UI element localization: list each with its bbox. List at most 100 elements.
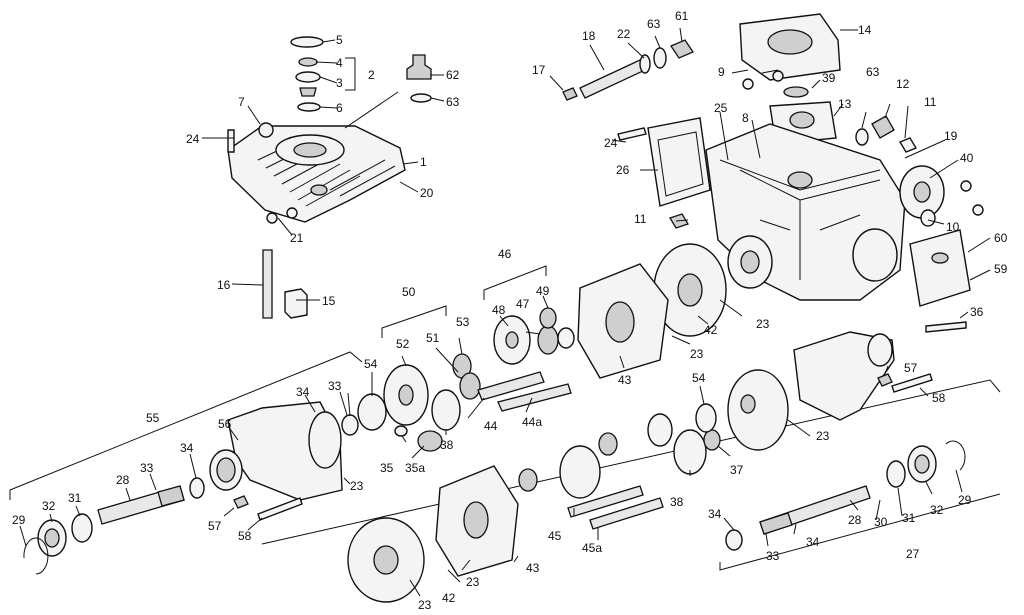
leader-lines-middle (347, 295, 743, 459)
label-42b: 42 (442, 591, 456, 605)
label-58b: 58 (932, 391, 946, 405)
label-40: 40 (960, 151, 974, 165)
washer-part-54a (357, 393, 387, 431)
label-1: 1 (420, 155, 427, 169)
snap-ring-part-29a (23, 537, 49, 575)
label-34: 34 (296, 385, 310, 399)
part-labels: 5 4 3 2 6 7 24 1 20 21 62 63 16 15 17 18… (12, 9, 1008, 612)
label-22: 22 (617, 27, 631, 41)
label-34b: 34 (180, 441, 194, 455)
label-49: 49 (536, 284, 550, 298)
label-38: 38 (440, 438, 454, 452)
pin-part-45 (567, 485, 644, 518)
label-35a: 35a (405, 461, 425, 475)
label-43b: 43 (526, 561, 540, 575)
label-34c: 34 (708, 507, 722, 521)
label-61: 61 (675, 9, 689, 23)
label-35: 35 (380, 461, 394, 475)
bolt-part-36 (925, 321, 967, 333)
label-6: 6 (336, 101, 343, 115)
leader-lines-cover (202, 39, 445, 301)
fitting-part-12 (871, 115, 895, 139)
bolt-part-58a (257, 497, 303, 521)
axle-spline-right (759, 512, 793, 535)
washer-part-31a (71, 513, 93, 543)
label-48: 48 (492, 303, 506, 317)
label-63c: 63 (866, 65, 880, 79)
housing-gear-left-hub (740, 250, 760, 274)
seal-part-34b (189, 477, 205, 499)
label-20: 20 (420, 186, 434, 200)
bolt-24 (227, 129, 235, 153)
gear-part-51 (459, 372, 481, 400)
shaft-part-18 (579, 59, 646, 99)
plug-part-9b (772, 70, 784, 82)
label-14: 14 (858, 23, 872, 37)
flange-bore (767, 29, 813, 55)
label-25: 25 (714, 101, 728, 115)
label-59: 59 (994, 262, 1008, 276)
housing-part-43a-bore (605, 301, 635, 343)
bearing-part-32a-inner (44, 528, 60, 548)
gasket-part-26 (647, 117, 711, 207)
spring-part (299, 87, 317, 97)
ring-part-35 (394, 425, 408, 437)
snap-ring-part-29b (945, 440, 966, 471)
bolt-part-24b (617, 127, 647, 141)
label-54b: 54 (692, 371, 706, 385)
label-9: 9 (718, 65, 725, 79)
drain-plug-21a (266, 212, 278, 224)
label-27: 27 (906, 547, 920, 561)
label-46: 46 (498, 247, 512, 261)
plug-part-11a (898, 137, 918, 153)
label-31b: 31 (902, 511, 916, 525)
washer-part-54b (695, 403, 717, 433)
label-47: 47 (516, 297, 530, 311)
plug-part-9a (742, 78, 754, 90)
label-23: 23 (756, 317, 770, 331)
label-5: 5 (336, 33, 343, 47)
label-43: 43 (618, 373, 632, 387)
plate-part-40-hole (913, 181, 931, 203)
cover-part-23a-hole (677, 273, 703, 307)
left-axle-assembly (9, 351, 363, 575)
fitting-part-62 (406, 54, 432, 80)
label-63: 63 (446, 95, 460, 109)
label-23c: 23 (350, 479, 364, 493)
label-45: 45 (548, 529, 562, 543)
label-52: 52 (396, 337, 410, 351)
label-10: 10 (946, 220, 960, 234)
axle-housing-right-mouth (867, 333, 893, 367)
label-32: 32 (42, 499, 56, 513)
housing-details (719, 159, 881, 280)
label-11: 11 (924, 95, 937, 109)
label-57b: 57 (904, 361, 918, 375)
cover-part-23e-hole (373, 545, 399, 575)
ball-part-b (972, 204, 984, 216)
label-39: 39 (822, 71, 836, 85)
label-51: 51 (426, 331, 440, 345)
label-37: 37 (730, 463, 744, 477)
label-4: 4 (336, 56, 343, 70)
valve-block-part-59 (909, 229, 971, 307)
label-23b: 23 (690, 347, 704, 361)
plate-part-38b (673, 429, 707, 475)
label-63b: 63 (647, 17, 661, 31)
plate-part-39 (783, 86, 809, 98)
label-16: 16 (217, 278, 231, 292)
cover-assembly (202, 36, 445, 319)
ring-part-5 (290, 36, 324, 48)
label-56: 56 (218, 417, 232, 431)
gear-packs (341, 243, 743, 459)
label-60: 60 (994, 231, 1008, 245)
label-32b: 32 (930, 503, 944, 517)
ring-part-33a (341, 414, 359, 436)
label-50: 50 (402, 285, 416, 299)
plate-part-48-hub (505, 331, 519, 349)
label-19: 19 (944, 129, 958, 143)
label-34d: 34 (806, 535, 820, 549)
label-23e: 23 (466, 575, 480, 589)
label-21: 21 (290, 231, 304, 245)
label-24: 24 (186, 132, 200, 146)
